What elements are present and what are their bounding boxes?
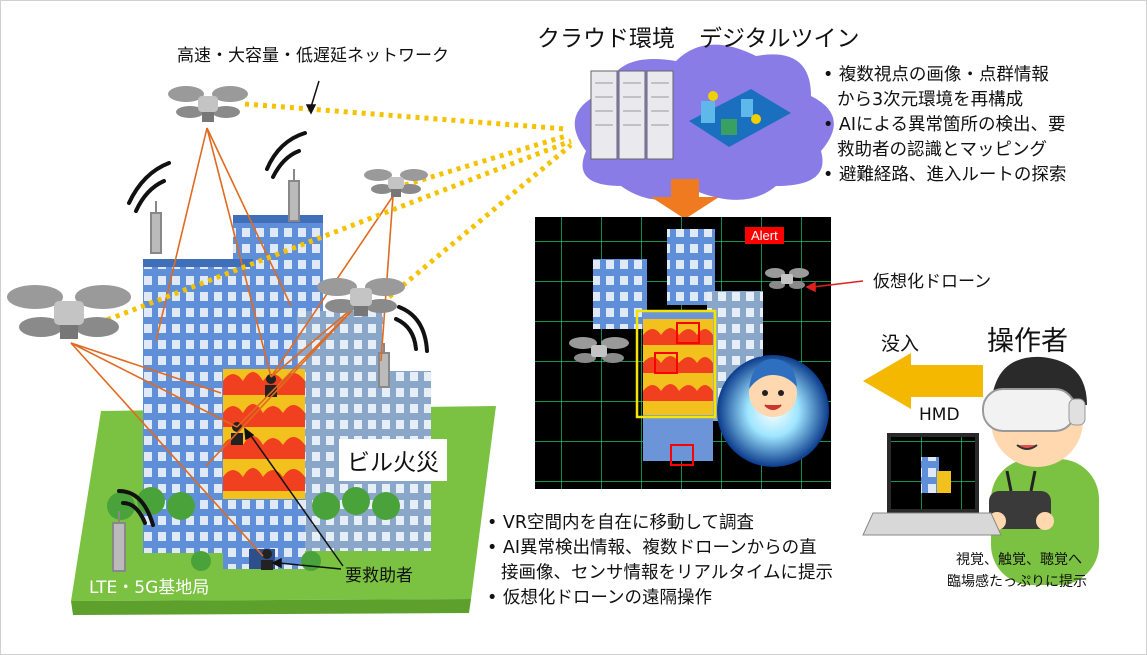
burning-building (223, 369, 305, 569)
virtual-drone-label: 仮想化ドローン (873, 272, 992, 292)
vr-bullet-list: • VR空間内を自在に移動して調査 • AI異常検出情報、複数ドローンからの直 … (487, 511, 833, 611)
pointer-arrow-red (805, 280, 864, 293)
cloud-bullet-2-line1: • AIによる異常箇所の検出、要 (823, 115, 1066, 135)
cloud-bullet-list: • 複数視点の画像・点群情報 から3次元環境を再構成 • AIによる異常箇所の検… (823, 63, 1066, 188)
digital-twin-city-icon (689, 89, 791, 147)
immerse-arrow-icon (863, 353, 983, 409)
drone-icon (7, 86, 428, 339)
signal-waves-icon (117, 131, 429, 527)
operator-icon (982, 356, 1099, 585)
vr-drone-icon (569, 268, 809, 363)
vr-bullet-2-line1: • AI異常検出情報、複数ドローンからの直 (487, 538, 817, 558)
network-dotted-lines (98, 101, 573, 326)
rescuee-label: 要救助者 (345, 566, 413, 586)
vr-bullet-1-line1: • VR空間内を自在に移動して調査 (487, 513, 754, 533)
cloud-bullet-2-line2: 救助者の認識とマッピング (837, 140, 1047, 160)
base-station-label: LTE・5G基地局 (89, 578, 210, 598)
hmd-label: HMD (919, 405, 960, 425)
cloud-bullet-1-line2: から3次元環境を再構成 (837, 90, 1024, 110)
cloud-env-label: クラウド環境 (537, 26, 675, 52)
vr-bullet-2-line2: 接画像、センサ情報をリアルタイムに提示 (501, 563, 833, 583)
vr-view-panel (535, 217, 831, 489)
senses-label-line1: 視覚、触覚、聴覚へ (956, 552, 1082, 568)
server-rack-icon (590, 70, 674, 160)
immerse-label: 没入 (881, 333, 920, 355)
down-arrow-icon (651, 179, 719, 219)
network-label: 高速・大容量・低遅延ネットワーク (177, 46, 449, 66)
cloud-bullet-3-line1: • 避難経路、進入ルートの探索 (823, 165, 1067, 185)
antenna-icon (112, 169, 390, 572)
annotation-arrows (244, 80, 344, 570)
vr-bullet-3-line1: • 仮想化ドローンの遠隔操作 (487, 588, 713, 608)
senses-label-line2: 臨場感たっぷりに提示 (947, 574, 1087, 590)
building-fire-label: ビル火災 (339, 439, 447, 481)
operator-label: 操作者 (987, 326, 1068, 357)
avatar-icon (717, 355, 829, 467)
laptop-icon (862, 433, 1002, 536)
alert-badge: Alert (745, 227, 784, 244)
digital-twin-label: デジタルツイン (699, 26, 860, 52)
cloud-bullet-1-line1: • 複数視点の画像・点群情報 (823, 65, 1049, 85)
communication-links (70, 127, 394, 557)
